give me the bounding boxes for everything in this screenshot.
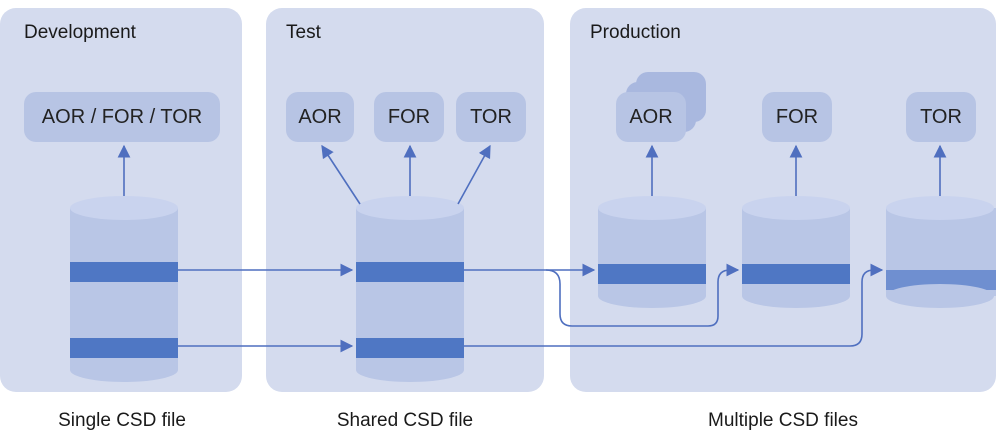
production-title: Production bbox=[590, 22, 681, 43]
prod-tor-csd-cylinder bbox=[886, 196, 996, 308]
development-title: Development bbox=[24, 22, 136, 43]
test-aor-region: AOR bbox=[286, 92, 354, 142]
test-for-region: FOR bbox=[374, 92, 444, 142]
prod-for-csd-cylinder bbox=[742, 196, 850, 308]
prod-tor-region: TOR bbox=[906, 92, 976, 142]
arrow-test-to-tor bbox=[457, 144, 491, 205]
development-caption: Single CSD file bbox=[58, 410, 186, 431]
arrow-test-to-prod-for bbox=[545, 263, 740, 327]
prod-aor-region: AOR bbox=[616, 92, 686, 142]
prod-aor-csd-cylinder bbox=[598, 196, 706, 308]
test-title: Test bbox=[286, 22, 321, 43]
test-csd-cylinder bbox=[356, 196, 464, 382]
production-caption: Multiple CSD files bbox=[708, 410, 858, 431]
dev-aor-for-tor-region: AOR / FOR / TOR bbox=[24, 92, 220, 142]
test-tor-region: TOR bbox=[456, 92, 526, 142]
arrows bbox=[117, 144, 947, 353]
arrow-test-to-aor bbox=[321, 144, 361, 205]
prod-for-region: FOR bbox=[762, 92, 832, 142]
arrow-test-to-prod-tor bbox=[464, 263, 884, 347]
test-caption: Shared CSD file bbox=[336, 410, 474, 431]
dev-csd-cylinder bbox=[70, 196, 178, 382]
